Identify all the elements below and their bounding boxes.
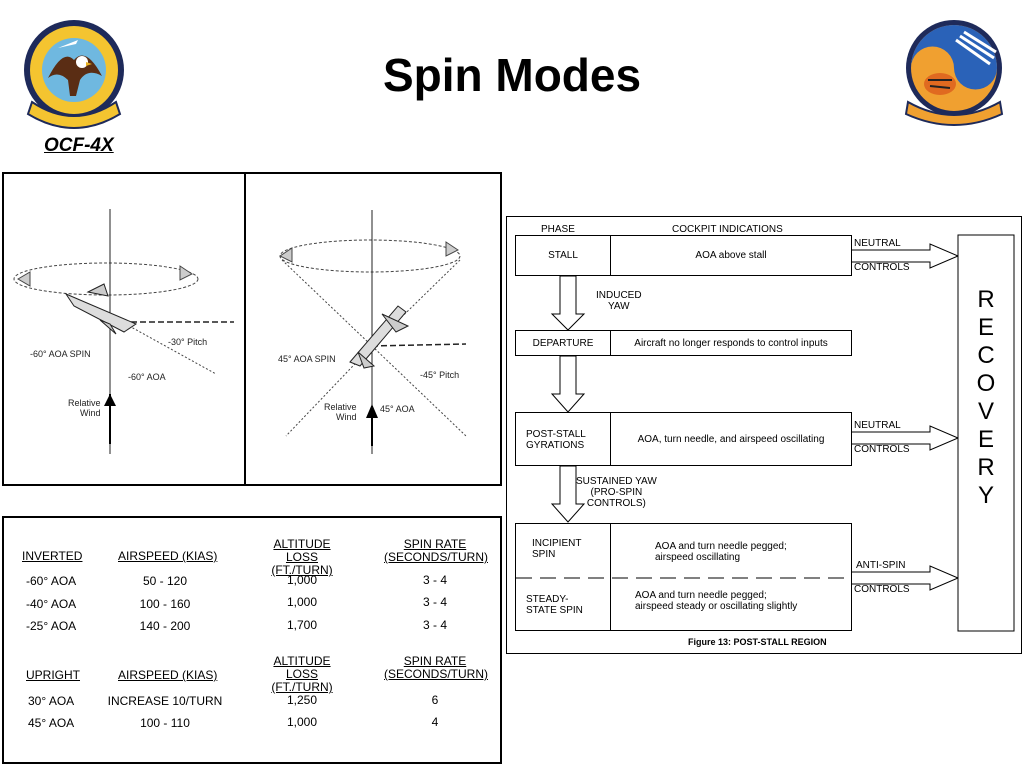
departure-indication-label: Aircraft no longer responds to control i… (634, 338, 828, 349)
traron-nine-logo (904, 20, 1004, 126)
table-cell: 1,700 (286, 618, 318, 632)
recovery-letter: Y (977, 482, 994, 509)
flowchart-arrows (516, 234, 1015, 632)
table-row: -60° AOA (26, 574, 77, 588)
departure-phase-label: DEPARTURE (532, 338, 594, 349)
table-row: 45° AOA (28, 716, 75, 730)
upright-pitch-label: -45° Pitch (420, 370, 460, 380)
incipient-indication-label: AOA and turn needle pegged; airspeed osc… (655, 541, 787, 563)
stall-indication-label: AOA above stall (695, 250, 767, 261)
table-cell: 6 (431, 693, 439, 707)
recovery-letter: R (977, 454, 995, 481)
airspeed-header: AIRSPEED (KIAS) (118, 668, 218, 682)
post-stall-phase-label: POST-STALL GYRATIONS (526, 429, 586, 451)
table-cell: 1,000 (286, 573, 318, 587)
departure-indication-box: Aircraft no longer responds to control i… (610, 330, 852, 356)
table-cell: 140 - 200 (139, 619, 191, 633)
anti-spin-label: ANTI-SPIN (856, 560, 906, 571)
table-row: -25° AOA (26, 619, 77, 633)
inverted-pitch-label: -30° Pitch (168, 337, 208, 347)
upright-aoa-spin-label: 45° AOA SPIN (278, 354, 336, 364)
steady-state-indication-label: AOA and turn needle pegged; airspeed ste… (635, 590, 798, 612)
table-cell: 3 - 4 (422, 595, 447, 609)
neutral-label-2: NEUTRAL (854, 420, 901, 431)
inverted-spin-figure (13, 209, 234, 454)
table-cell: 4 (431, 715, 439, 729)
post-stall-indication-box: AOA, turn needle, and airspeed oscillati… (610, 412, 852, 466)
indications-column-header: COCKPIT INDICATIONS (672, 224, 783, 235)
altitude-header: ALTITUDE LOSS (FT./TURN) (271, 537, 333, 577)
spin-rate-header: SPIN RATE (SECONDS/TURN) (384, 654, 488, 681)
recovery-letter: R (977, 286, 995, 313)
sustained-yaw-label: SUSTAINED YAW (PRO-SPIN CONTROLS) (576, 476, 657, 509)
post-stall-flowchart (506, 216, 1022, 654)
induced-yaw-label: INDUCED YAW (596, 290, 642, 312)
table-cell: 3 - 4 (422, 573, 447, 587)
recovery-letter: E (977, 314, 994, 341)
spin-rate-header: SPIN RATE (SECONDS/TURN) (384, 537, 488, 564)
table-cell: INCREASE 10/TURN (107, 694, 223, 708)
stall-indication-box: AOA above stall (610, 235, 852, 276)
upright-spin-diagram: 45° AOA SPIN -45° Pitch 45° AOA Relative… (244, 172, 502, 486)
spin-indication-box: AOA and turn needle pegged; airspeed osc… (610, 523, 852, 631)
table-row: -40° AOA (26, 597, 77, 611)
recovery-letter: V (977, 398, 994, 425)
upright-aoa-label: 45° AOA (380, 404, 415, 414)
table-cell: 100 - 160 (139, 597, 191, 611)
controls-label-1: CONTROLS (854, 262, 910, 273)
phase-column-header: PHASE (541, 224, 575, 235)
inverted-aoa-spin-label: -60° AOA SPIN (30, 349, 91, 359)
course-label: OCF-4X (44, 135, 114, 156)
table-cell: 100 - 110 (140, 716, 190, 730)
neutral-label-1: NEUTRAL (854, 238, 901, 249)
controls-label-3: CONTROLS (854, 584, 910, 595)
table-cell: 50 - 120 (142, 574, 188, 588)
steady-state-phase-label: STEADY- STATE SPIN (526, 594, 583, 616)
figure-caption: Figure 13: POST-STALL REGION (688, 637, 827, 647)
recovery-letter: O (976, 370, 996, 397)
inverted-header: INVERTED (22, 549, 83, 563)
inverted-wind-label: Relative Wind (68, 398, 101, 418)
training-squadron-seven-logo (24, 20, 124, 129)
stall-phase-label: STALL (548, 250, 578, 261)
table-cell: 1,000 (286, 715, 318, 729)
inverted-aoa-label: -60° AOA (128, 372, 166, 382)
controls-label-2: CONTROLS (854, 444, 910, 455)
spin-data-table: INVERTED AIRSPEED (KIAS) ALTITUDE LOSS (… (2, 516, 502, 764)
upright-wind-label: Relative Wind (324, 402, 357, 422)
spin-phase-box: INCIPIENT SPIN STEADY- STATE SPIN (515, 523, 611, 631)
inverted-spin-diagram: -60° AOA SPIN -30° Pitch -60° AOA Relati… (2, 172, 246, 486)
upright-header: UPRIGHT (26, 668, 80, 682)
recovery-letter: C (977, 342, 995, 369)
table-cell: 3 - 4 (422, 618, 447, 632)
table-cell: 1,000 (286, 595, 318, 609)
departure-phase-box: DEPARTURE (515, 330, 611, 356)
post-stall-indication-label: AOA, turn needle, and airspeed oscillati… (637, 434, 825, 445)
table-row: 30° AOA (28, 694, 75, 708)
recovery-letter: E (977, 426, 994, 453)
airspeed-header: AIRSPEED (KIAS) (118, 549, 218, 563)
upright-spin-figure (279, 210, 467, 454)
table-cell: 1,250 (286, 693, 318, 707)
page-title: Spin Modes (382, 49, 642, 101)
altitude-header: ALTITUDE LOSS (FT./TURN) (271, 654, 333, 694)
incipient-phase-label: INCIPIENT SPIN (532, 538, 582, 560)
